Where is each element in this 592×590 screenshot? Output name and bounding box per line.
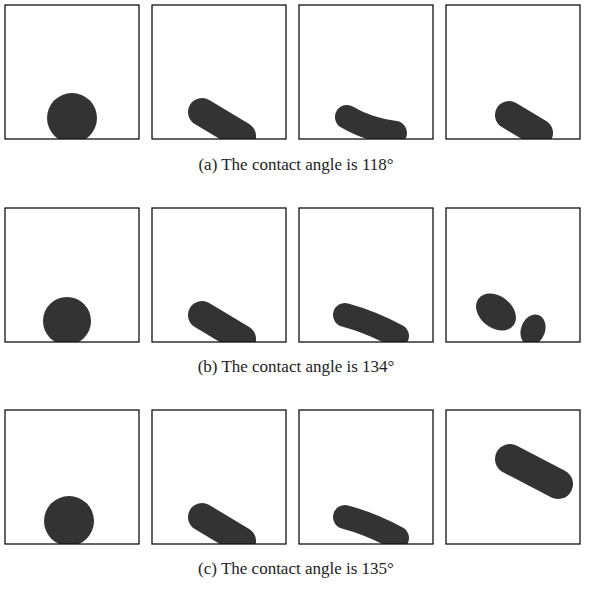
figure-caption: (a) The contact angle is 118° [198,155,393,175]
panel [5,208,139,345]
panel [299,410,433,544]
panel [152,208,286,342]
figure-caption: (c) The contact angle is 135° [198,559,394,579]
panel [152,5,286,139]
panel [299,5,433,139]
panel [446,410,580,544]
panel [5,410,139,546]
panel [299,208,433,342]
panel [446,5,580,139]
panel [446,208,580,349]
figure-caption: (b) The contact angle is 134° [198,357,395,377]
panel [5,5,139,143]
panel [152,410,286,544]
